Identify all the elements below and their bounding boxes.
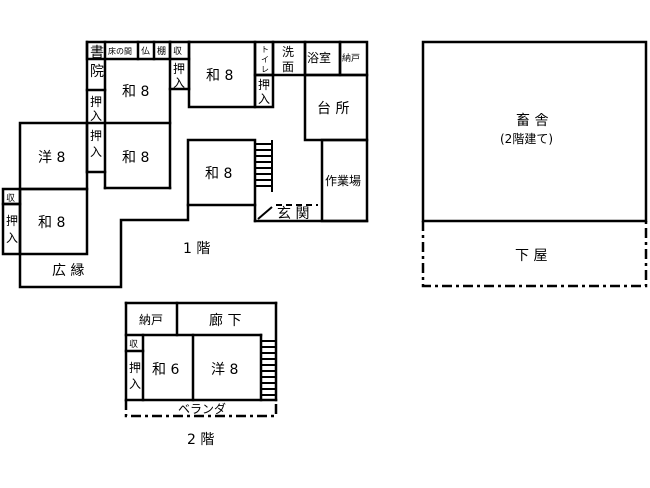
room-shoin: 書 [90, 45, 104, 61]
svg-text:イ: イ [261, 55, 269, 64]
room-you8: 洋 8 [38, 150, 65, 166]
svg-text:面: 面 [282, 60, 294, 74]
room-toilet: ト [261, 45, 269, 54]
room-butsudan: 仏 [141, 46, 150, 57]
floor1-label: 1 階 [183, 241, 210, 257]
room-oshiire-left1: 押 [90, 95, 102, 109]
room-oshiire-far-left: 押 [6, 214, 18, 228]
room-wa8-bottom-left: 和 8 [38, 215, 65, 231]
room-veranda: ベランダ [178, 401, 226, 416]
svg-text:入: 入 [258, 92, 270, 106]
stairs-floor1 [254, 140, 273, 205]
floor2-labels: 納戸 廊 下 収 押 入 和 6 洋 8 ベランダ 2 階 [129, 312, 241, 448]
barn-shed: 下 屋 [515, 248, 547, 264]
room-osame-2f: 収 [129, 338, 138, 350]
room-nando-2f: 納戸 [139, 313, 163, 327]
floor1-labels: 書 院 床の間 仏 棚 収 押 入 和 8 押 入 押 入 和 8 洋 8 収 … [6, 45, 361, 279]
room-senmen: 洗 [282, 45, 294, 59]
room-nando: 納戸 [342, 52, 360, 64]
room-rouka: 廊 下 [209, 312, 241, 329]
room-oshiire-top: 押 [173, 62, 185, 76]
room-you8-2f: 洋 8 [211, 362, 238, 378]
svg-text:院: 院 [90, 64, 104, 80]
svg-text:入: 入 [129, 377, 141, 391]
room-tokonoma: 床の間 [108, 46, 132, 56]
room-wa6: 和 6 [152, 362, 179, 378]
svg-text:入: 入 [90, 145, 102, 159]
room-sagyouba: 作業場 [325, 174, 361, 188]
barn-title: 畜 舎 [516, 113, 548, 129]
room-oshiire-2f: 押 [129, 361, 141, 375]
room-hiroen: 広 縁 [52, 263, 84, 279]
svg-text:入: 入 [6, 231, 18, 245]
svg-text:入: 入 [90, 109, 102, 123]
room-tana: 棚 [157, 45, 166, 57]
floor2-label: 2 階 [187, 432, 214, 448]
floor2-walls [124, 301, 278, 418]
room-wa8-stair: 和 8 [205, 166, 232, 182]
room-yokushitsu: 浴室 [307, 50, 331, 65]
barn-subtitle: (2階建て) [500, 131, 553, 146]
floor1-walls [1, 40, 369, 289]
svg-text:レ: レ [261, 65, 269, 74]
room-daidokoro: 台 所 [317, 101, 349, 117]
stairs-floor2 [261, 340, 276, 396]
room-wa8-top-mid: 和 8 [206, 68, 233, 84]
room-wa8-top-left: 和 8 [122, 84, 149, 100]
room-oshiire-toilet: 押 [258, 78, 270, 92]
barn: 畜 舎 (2階建て) 下 屋 [421, 40, 648, 288]
svg-text:入: 入 [173, 76, 185, 90]
room-wa8-mid: 和 8 [122, 150, 149, 166]
room-osame-left: 収 [6, 192, 15, 204]
room-oshiire-left2: 押 [90, 129, 102, 143]
room-genkan: 玄 関 [277, 205, 309, 222]
room-osame-top: 収 [173, 45, 182, 57]
